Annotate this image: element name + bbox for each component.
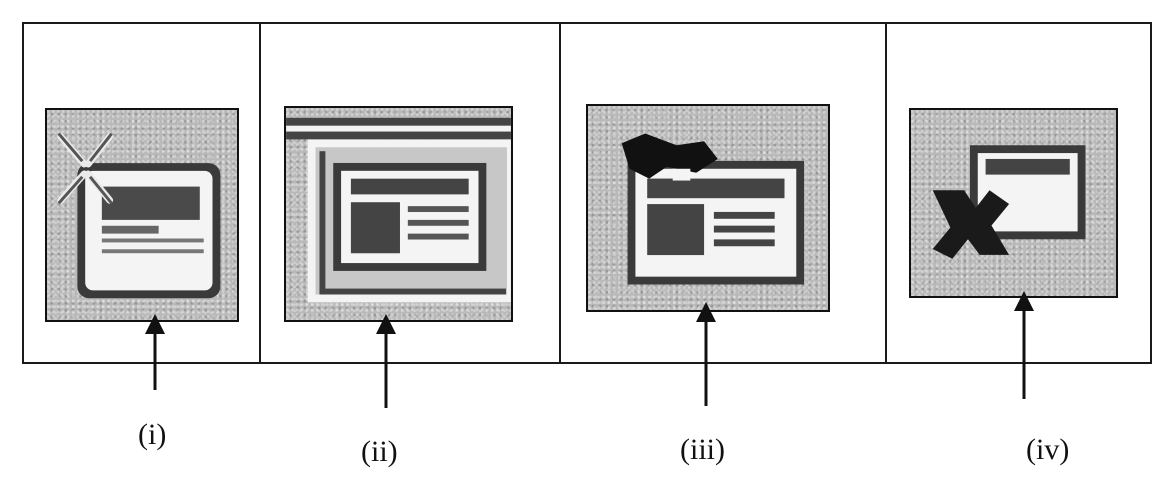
- caption-iii: (iii): [680, 433, 725, 466]
- pinned-window-graphic: [621, 133, 805, 285]
- arrow-up-icon: [1014, 291, 1034, 399]
- restore-window-graphic: [57, 132, 221, 299]
- close-window-icon: [909, 108, 1118, 298]
- panel-divider: [885, 22, 887, 364]
- maximized-window-graphic: [286, 117, 511, 303]
- figure-frame: [22, 22, 1152, 364]
- arrow-up-icon: [145, 314, 165, 390]
- caption-ii: (ii): [361, 435, 398, 468]
- arrow-up-icon: [696, 302, 716, 406]
- close-window-graphic: [932, 145, 1086, 259]
- restore-window-icon: [45, 108, 239, 322]
- maximized-window-icon: [284, 106, 513, 322]
- caption-i: (i): [138, 418, 167, 451]
- pinned-window-icon: [586, 104, 830, 312]
- caption-iv: (iv): [1026, 433, 1070, 466]
- panel-divider: [259, 22, 261, 364]
- arrow-up-icon: [376, 314, 396, 408]
- panel-divider: [559, 22, 561, 364]
